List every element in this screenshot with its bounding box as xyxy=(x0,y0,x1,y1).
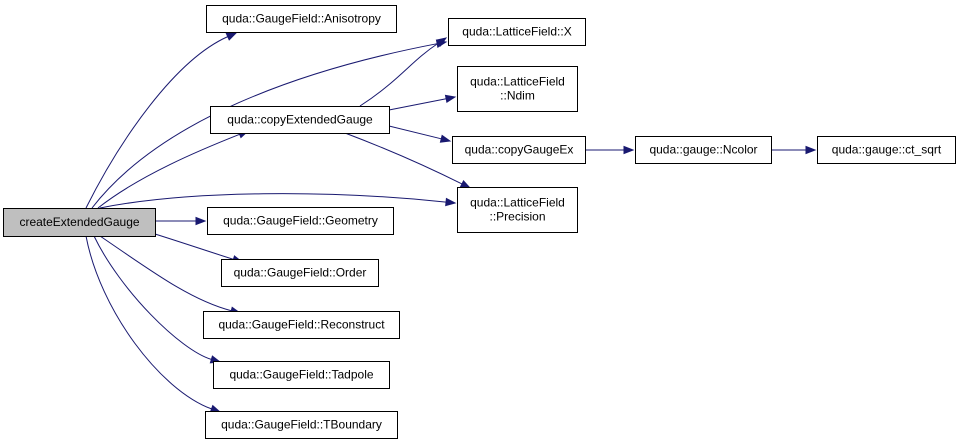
node-label: quda::GaugeField::Reconstruct xyxy=(218,318,385,332)
node-label: ::Precision xyxy=(489,210,545,224)
edge-line xyxy=(85,235,212,410)
call-edges xyxy=(85,32,817,413)
edge-root-to-copy_extended_gauge xyxy=(97,130,250,209)
edge-line xyxy=(85,36,228,209)
node-root[interactable]: createExtendedGauge xyxy=(3,208,156,237)
node-box[interactable] xyxy=(221,259,379,287)
edge-line xyxy=(97,133,240,209)
edge-root-to-tboundary xyxy=(85,235,222,413)
node-box[interactable] xyxy=(457,66,578,112)
node-box[interactable] xyxy=(817,136,956,164)
node-label: quda::GaugeField::Tadpole xyxy=(229,368,373,382)
node-label: quda::GaugeField::TBoundary xyxy=(221,418,382,432)
edge-line xyxy=(99,235,232,312)
edge-line xyxy=(344,132,463,185)
edge-copy_extended_gauge-to-lattice_x xyxy=(359,37,448,107)
edge-copy_gauge_ex-to-ncolor xyxy=(584,145,635,155)
node-box[interactable] xyxy=(207,207,394,235)
node-copy-extended-gauge[interactable]: quda::copyExtendedGauge xyxy=(210,106,390,134)
edge-line xyxy=(359,42,439,107)
node-ncolor[interactable]: quda::gauge::Ncolor xyxy=(635,136,772,164)
node-box[interactable] xyxy=(457,187,578,233)
edge-copy_extended_gauge-to-copy_gauge_ex xyxy=(388,125,452,143)
edge-line xyxy=(388,125,442,140)
node-anisotropy[interactable]: quda::GaugeField::Anisotropy xyxy=(206,5,397,33)
node-box[interactable] xyxy=(448,18,586,46)
arrowhead-icon xyxy=(445,197,457,207)
node-box[interactable] xyxy=(203,311,400,339)
node-label: quda::copyGaugeEx xyxy=(465,143,574,157)
arrowhead-icon xyxy=(195,216,207,226)
node-label: quda::GaugeField::Geometry xyxy=(223,214,378,228)
node-lattice-ndim[interactable]: quda::LatticeField::Ndim xyxy=(457,66,578,112)
node-label: quda::GaugeField::Anisotropy xyxy=(222,12,381,26)
node-label: quda::GaugeField::Order xyxy=(234,266,367,280)
node-label: quda::LatticeField::X xyxy=(462,25,571,39)
node-order[interactable]: quda::GaugeField::Order xyxy=(221,259,379,287)
node-label: quda::LatticeField xyxy=(470,196,565,210)
node-label: quda::LatticeField xyxy=(470,75,565,89)
node-box[interactable] xyxy=(205,411,398,439)
node-box[interactable] xyxy=(635,136,772,164)
node-label: ::Ndim xyxy=(500,89,535,103)
edge-copy_extended_gauge-to-lattice_precision xyxy=(344,132,472,189)
edge-root-to-anisotropy xyxy=(85,32,238,209)
edge-root-to-reconstruct xyxy=(99,235,242,315)
node-label: quda::gauge::ct_sqrt xyxy=(832,143,942,157)
node-box[interactable] xyxy=(3,208,156,237)
node-label: quda::copyExtendedGauge xyxy=(227,113,373,127)
arrowhead-icon xyxy=(623,145,635,155)
node-ct-sqrt[interactable]: quda::gauge::ct_sqrt xyxy=(817,136,956,164)
arrowhead-icon xyxy=(805,145,817,155)
arrowhead-icon xyxy=(439,134,452,143)
edge-line xyxy=(99,193,447,209)
node-copy-gauge-ex[interactable]: quda::copyGaugeEx xyxy=(452,136,586,164)
node-label: quda::gauge::Ncolor xyxy=(649,143,757,157)
arrowhead-icon xyxy=(435,37,448,47)
node-geometry[interactable]: quda::GaugeField::Geometry xyxy=(207,207,394,235)
call-nodes: createExtendedGauge quda::GaugeField::Ani… xyxy=(3,5,956,439)
node-label: createExtendedGauge xyxy=(19,215,139,229)
node-box[interactable] xyxy=(210,106,390,134)
node-tboundary[interactable]: quda::GaugeField::TBoundary xyxy=(205,411,398,439)
edge-line xyxy=(388,98,447,111)
edge-copy_extended_gauge-to-lattice_ndim xyxy=(388,94,457,111)
arrowhead-icon xyxy=(225,32,238,41)
arrowhead-icon xyxy=(444,94,457,104)
edge-root-to-order xyxy=(154,233,244,264)
edge-ncolor-to-ct_sqrt xyxy=(770,145,817,155)
edge-line xyxy=(91,43,438,209)
arrowhead-icon xyxy=(459,179,472,189)
node-lattice-precision[interactable]: quda::LatticeField::Precision xyxy=(457,187,578,233)
edge-root-to-geometry xyxy=(155,216,207,226)
node-box[interactable] xyxy=(452,136,586,164)
edge-root-to-lattice_precision xyxy=(99,193,457,209)
node-box[interactable] xyxy=(213,361,390,389)
node-tadpole[interactable]: quda::GaugeField::Tadpole xyxy=(213,361,390,389)
node-reconstruct[interactable]: quda::GaugeField::Reconstruct xyxy=(203,311,400,339)
node-lattice-x[interactable]: quda::LatticeField::X xyxy=(448,18,586,46)
edge-line xyxy=(93,235,212,360)
node-box[interactable] xyxy=(206,5,397,33)
edge-line xyxy=(154,233,234,260)
